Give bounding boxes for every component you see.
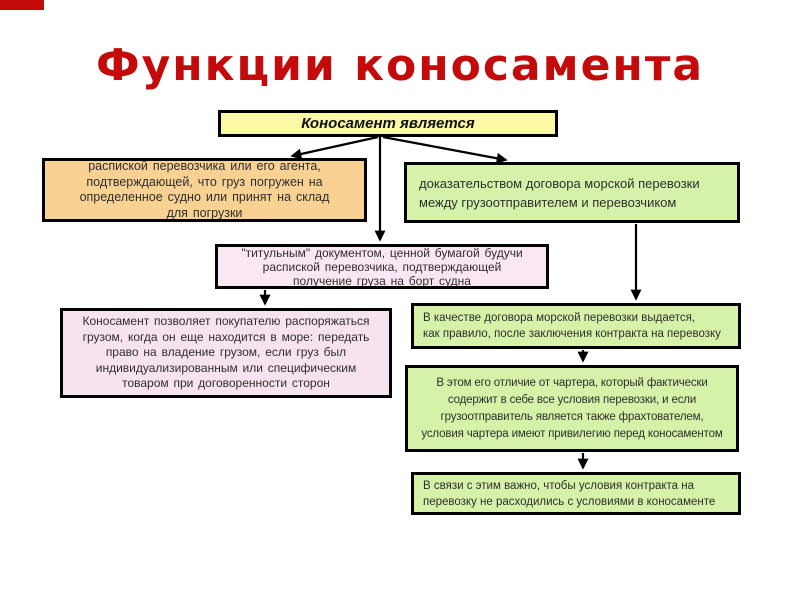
page-title: Функции коносамента: [95, 40, 705, 91]
box-conditions-must-match: В связи с этим важно, чтобы условия конт…: [411, 472, 741, 515]
box-buyer-disposal-rights: Коносамент позволяет покупателю распоряж…: [60, 308, 392, 398]
arrow-root-to-receipt: [290, 135, 379, 160]
box-contract-evidence: доказательством договора морской перевоз…: [404, 162, 740, 223]
box-issued-after-contract-label: В качестве договора морской перевозки вы…: [423, 312, 721, 340]
box-issued-after-contract: В качестве договора морской перевозки вы…: [411, 303, 741, 349]
box-carrier-receipt-label: распиской перевозчика или его агента, по…: [79, 159, 330, 220]
box-title-document-label: "титульным" документом, ценной бумагой б…: [241, 245, 523, 288]
box-conditions-must-match-label: В связи с этим важно, чтобы условия конт…: [423, 479, 716, 508]
box-bill-of-lading-is: Коносамент является: [218, 110, 558, 137]
box-title-document: "титульным" документом, ценной бумагой б…: [215, 244, 549, 289]
box-bill-of-lading-is-label: Коносамент является: [301, 115, 475, 132]
box-buyer-disposal-rights-label: Коносамент позволяет покупателю распоряж…: [82, 314, 370, 391]
box-charter-difference: В этом его отличие от чартера, который ф…: [405, 365, 739, 452]
arrow-root-to-evidence: [382, 135, 508, 164]
slide-corner-accent: [0, 0, 44, 10]
box-charter-difference-label: В этом его отличие от чартера, который ф…: [421, 376, 723, 440]
box-contract-evidence-label: доказательством договора морской перевоз…: [419, 175, 700, 210]
box-carrier-receipt: распиской перевозчика или его агента, по…: [42, 158, 367, 222]
